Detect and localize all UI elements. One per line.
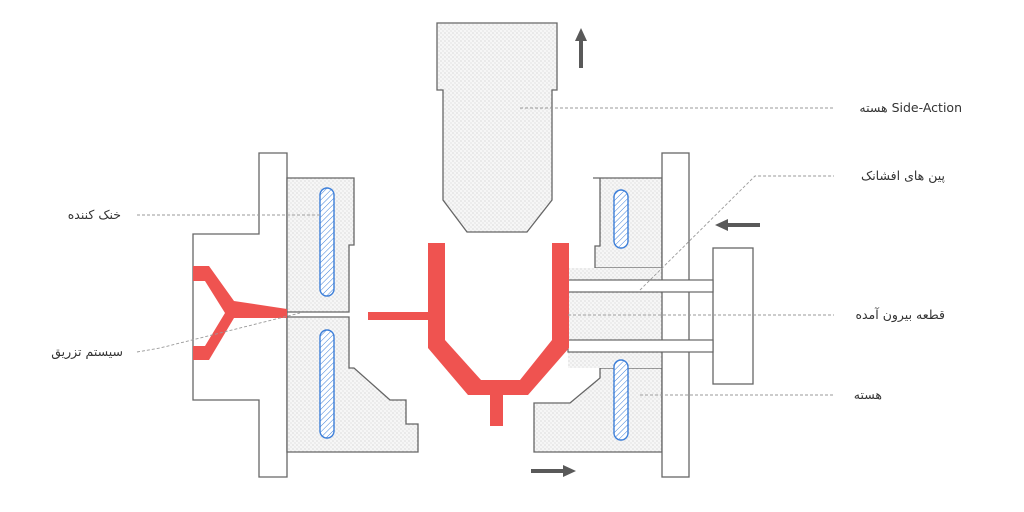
cooling-channel-right-lower <box>613 359 629 441</box>
arrow-right-icon <box>531 465 576 477</box>
arrow-left-icon <box>715 219 760 231</box>
label-ejector-pins: پین های افشانک <box>861 168 945 184</box>
ejector-pin-upper <box>567 279 714 293</box>
cooling-channel-right-upper <box>613 189 629 249</box>
cooling-channel-left-lower <box>319 329 335 439</box>
right-mold-lower <box>533 367 663 453</box>
label-injection-system: سیستم تزریق <box>51 344 123 360</box>
leader-lines <box>136 107 834 396</box>
ejected-part <box>428 243 569 426</box>
cooling-channel-left-upper <box>319 187 335 297</box>
label-core: هسته <box>854 387 882 402</box>
arrow-up-icon <box>575 28 587 68</box>
label-cooling: خنک کننده <box>68 207 121 222</box>
left-mold-lower <box>286 316 419 453</box>
ejector-pin-lower <box>567 339 714 353</box>
ejected-part-sprue <box>368 312 430 320</box>
label-side-action-core: هسته Side-Action <box>859 100 962 115</box>
ejector-plate <box>712 247 754 385</box>
label-ejected-part: قطعه بیرون آمده <box>855 307 945 323</box>
side-action-core <box>436 22 558 233</box>
injection-runner <box>193 266 287 360</box>
